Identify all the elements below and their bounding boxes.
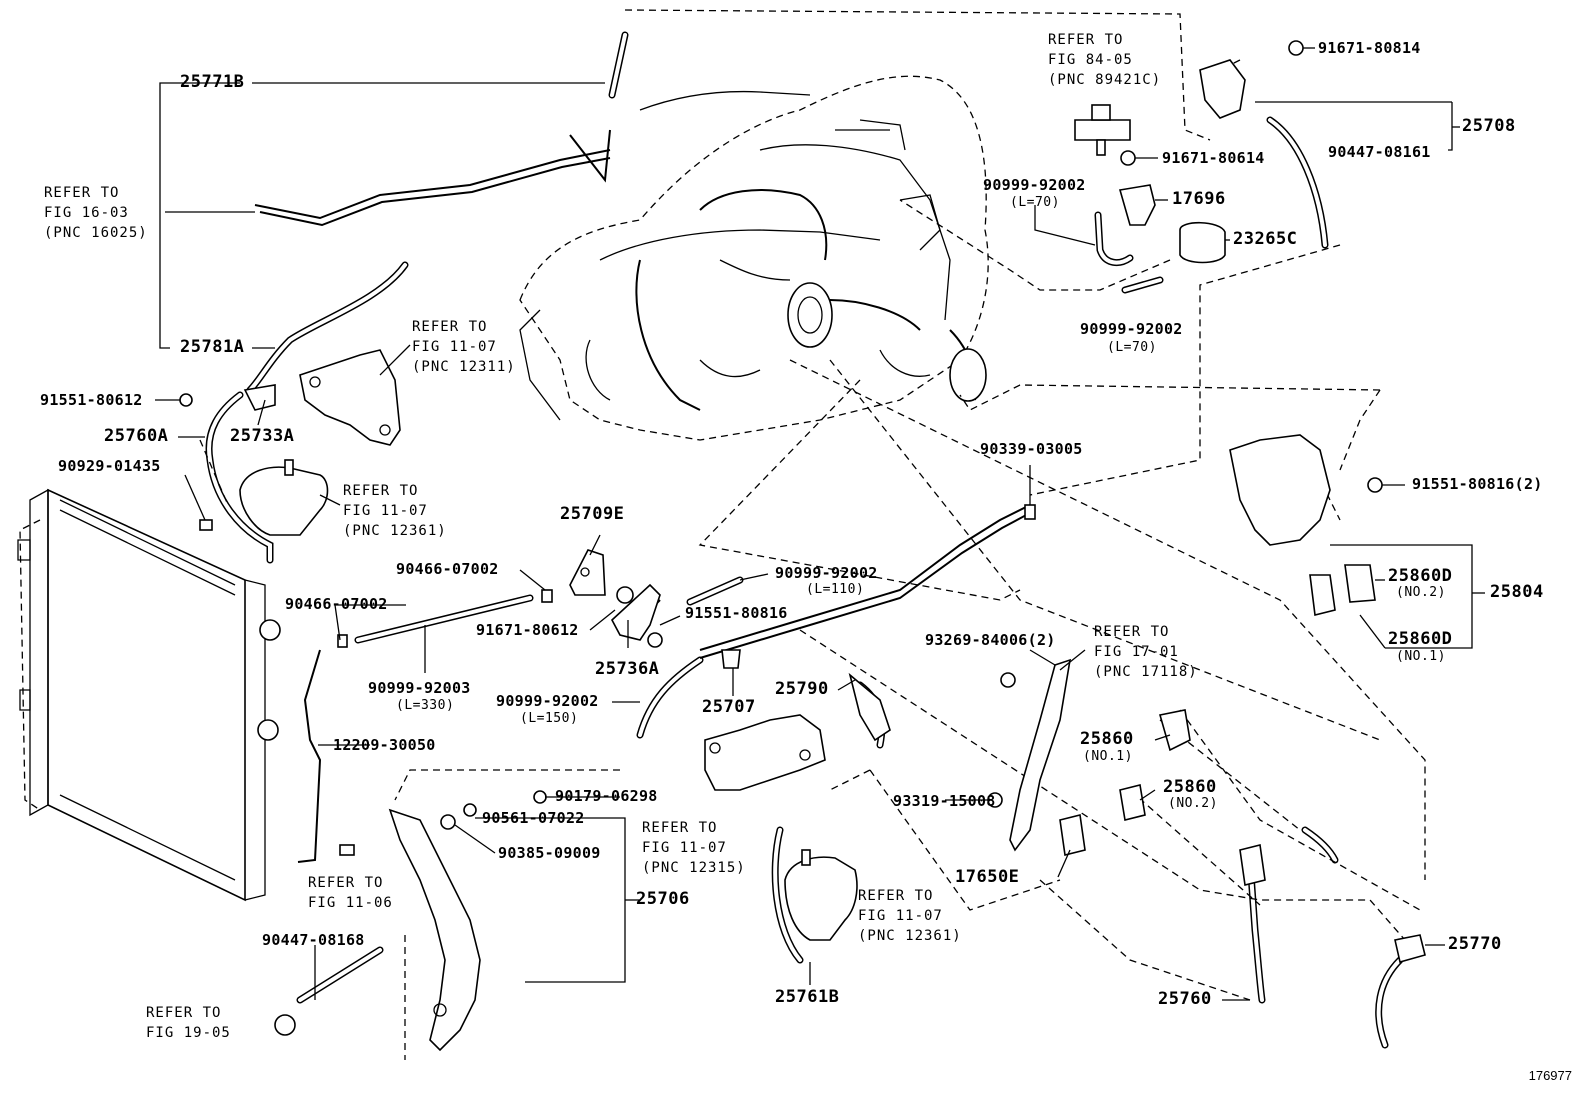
ref-line: FIG 11-07 <box>858 908 943 924</box>
sublabel-no1-b: (NO.1) <box>1083 749 1133 764</box>
ref-line: (PNC 12315) <box>642 860 746 876</box>
label-90385-09009: 90385-09009 <box>498 844 601 862</box>
ref-fig-11-07-12311[interactable]: REFER TO FIG 11-07 (PNC 12311) <box>412 317 516 377</box>
ref-line: FIG 11-07 <box>343 503 428 519</box>
label-25709e: 25709E <box>560 504 625 524</box>
ref-fig-11-07-12361-b[interactable]: REFER TO FIG 11-07 (PNC 12361) <box>858 886 962 946</box>
connection-lines <box>19 9 1426 1060</box>
label-90999-92002-l70-a: 90999-92002 <box>983 176 1086 194</box>
sublabel-l150: (L=150) <box>520 711 579 726</box>
label-90999-92002-l150: 90999-92002 <box>496 692 599 710</box>
label-93269-84006-2: 93269-84006(2) <box>925 631 1056 649</box>
ref-line: REFER TO <box>412 319 488 335</box>
label-25781a: 25781A <box>180 337 245 357</box>
ref-line: REFER TO <box>146 1005 222 1021</box>
ref-line: (PNC 12361) <box>858 928 962 944</box>
ref-line: (PNC 12311) <box>412 359 516 375</box>
label-91671-80614: 91671-80614 <box>1162 149 1265 167</box>
ref-fig-11-06[interactable]: REFER TO FIG 11-06 <box>308 873 393 913</box>
label-90447-08161: 90447-08161 <box>1328 143 1431 161</box>
label-90466-07002-a: 90466-07002 <box>396 560 499 578</box>
ref-line: FIG 16-03 <box>44 205 129 221</box>
label-25760a: 25760A <box>104 426 169 446</box>
sublabel-no1-a: (NO.1) <box>1396 649 1446 664</box>
label-90339-03005: 90339-03005 <box>980 440 1083 458</box>
label-17650e: 17650E <box>955 867 1020 887</box>
sublabel-no2-a: (NO.2) <box>1396 585 1446 600</box>
label-91551-80816: 91551-80816 <box>685 604 788 622</box>
leader-lines <box>155 47 1485 1001</box>
label-90999-92002-l70-b: 90999-92002 <box>1080 320 1183 338</box>
ref-line: REFER TO <box>1048 32 1124 48</box>
sublabel-l70-a: (L=70) <box>1010 195 1060 210</box>
ref-line: FIG 84-05 <box>1048 52 1133 68</box>
label-25770: 25770 <box>1448 934 1502 954</box>
label-25860d-no2: 25860D <box>1388 566 1453 586</box>
engine-block-outline <box>519 75 989 441</box>
label-25761b: 25761B <box>775 987 840 1007</box>
ref-line: (PNC 89421C) <box>1048 72 1162 88</box>
ref-line: (PNC 12361) <box>343 523 447 539</box>
ref-line: FIG 11-06 <box>308 895 393 911</box>
label-25736a: 25736A <box>595 659 660 679</box>
ref-fig-84-05[interactable]: REFER TO FIG 84-05 (PNC 89421C) <box>1048 30 1161 90</box>
label-25790: 25790 <box>775 679 829 699</box>
sublabel-l70-b: (L=70) <box>1107 340 1157 355</box>
radiator <box>17 488 281 902</box>
label-93319-15008: 93319-15008 <box>893 792 996 810</box>
label-90929-01435: 90929-01435 <box>58 457 161 475</box>
label-23265c: 23265C <box>1233 229 1298 249</box>
label-91551-80816-2: 91551-80816(2) <box>1412 475 1543 493</box>
sublabel-l330: (L=330) <box>396 698 455 713</box>
label-90179-06298: 90179-06298 <box>555 787 658 805</box>
ref-fig-11-07-12315[interactable]: REFER TO FIG 11-07 (PNC 12315) <box>642 818 746 878</box>
ref-line: (PNC 17118) <box>1094 664 1198 680</box>
ref-fig-11-07-12361-a[interactable]: REFER TO FIG 11-07 (PNC 12361) <box>343 481 447 541</box>
label-25860-no1: 25860 <box>1080 729 1134 749</box>
label-25804: 25804 <box>1490 582 1544 602</box>
ref-line: REFER TO <box>343 483 419 499</box>
components <box>179 40 1426 1052</box>
label-90561-07022: 90561-07022 <box>482 809 585 827</box>
label-91671-80814: 91671-80814 <box>1318 39 1421 57</box>
ref-line: REFER TO <box>308 875 384 891</box>
ref-fig-17-01[interactable]: REFER TO FIG 17-01 (PNC 17118) <box>1094 622 1198 682</box>
label-90999-92003: 90999-92003 <box>368 679 471 697</box>
figure-number: 176977 <box>1528 1068 1572 1083</box>
label-17696: 17696 <box>1172 189 1226 209</box>
ref-line: REFER TO <box>642 820 718 836</box>
label-90466-07002-b: 90466-07002 <box>285 595 388 613</box>
ref-line: FIG 11-07 <box>642 840 727 856</box>
ref-line: REFER TO <box>1094 624 1170 640</box>
label-25771b: 25771B <box>180 72 245 92</box>
label-25760: 25760 <box>1158 989 1212 1009</box>
label-25733a: 25733A <box>230 426 295 446</box>
label-25707: 25707 <box>702 697 756 717</box>
ref-line: FIG 17-01 <box>1094 644 1179 660</box>
label-91551-80612: 91551-80612 <box>40 391 143 409</box>
label-90447-08168: 90447-08168 <box>262 931 365 949</box>
ref-fig-16-03[interactable]: REFER TO FIG 16-03 (PNC 16025) <box>44 183 148 243</box>
ref-line: FIG 11-07 <box>412 339 497 355</box>
ref-line: REFER TO <box>858 888 934 904</box>
sublabel-l110: (L=110) <box>806 582 865 597</box>
ref-line: REFER TO <box>44 185 120 201</box>
label-25860-no2: 25860 <box>1163 777 1217 797</box>
ref-fig-19-05[interactable]: REFER TO FIG 19-05 <box>146 1003 231 1043</box>
label-25706: 25706 <box>636 889 690 909</box>
ref-line: FIG 19-05 <box>146 1025 231 1041</box>
label-25708: 25708 <box>1462 116 1516 136</box>
label-12209-30050: 12209-30050 <box>333 736 436 754</box>
label-25860d-no1: 25860D <box>1388 629 1453 649</box>
ref-line: (PNC 16025) <box>44 225 148 241</box>
label-91671-80612: 91671-80612 <box>476 621 579 639</box>
label-90999-92002-l110: 90999-92002 <box>775 564 878 582</box>
sublabel-no2-b: (NO.2) <box>1168 796 1218 811</box>
